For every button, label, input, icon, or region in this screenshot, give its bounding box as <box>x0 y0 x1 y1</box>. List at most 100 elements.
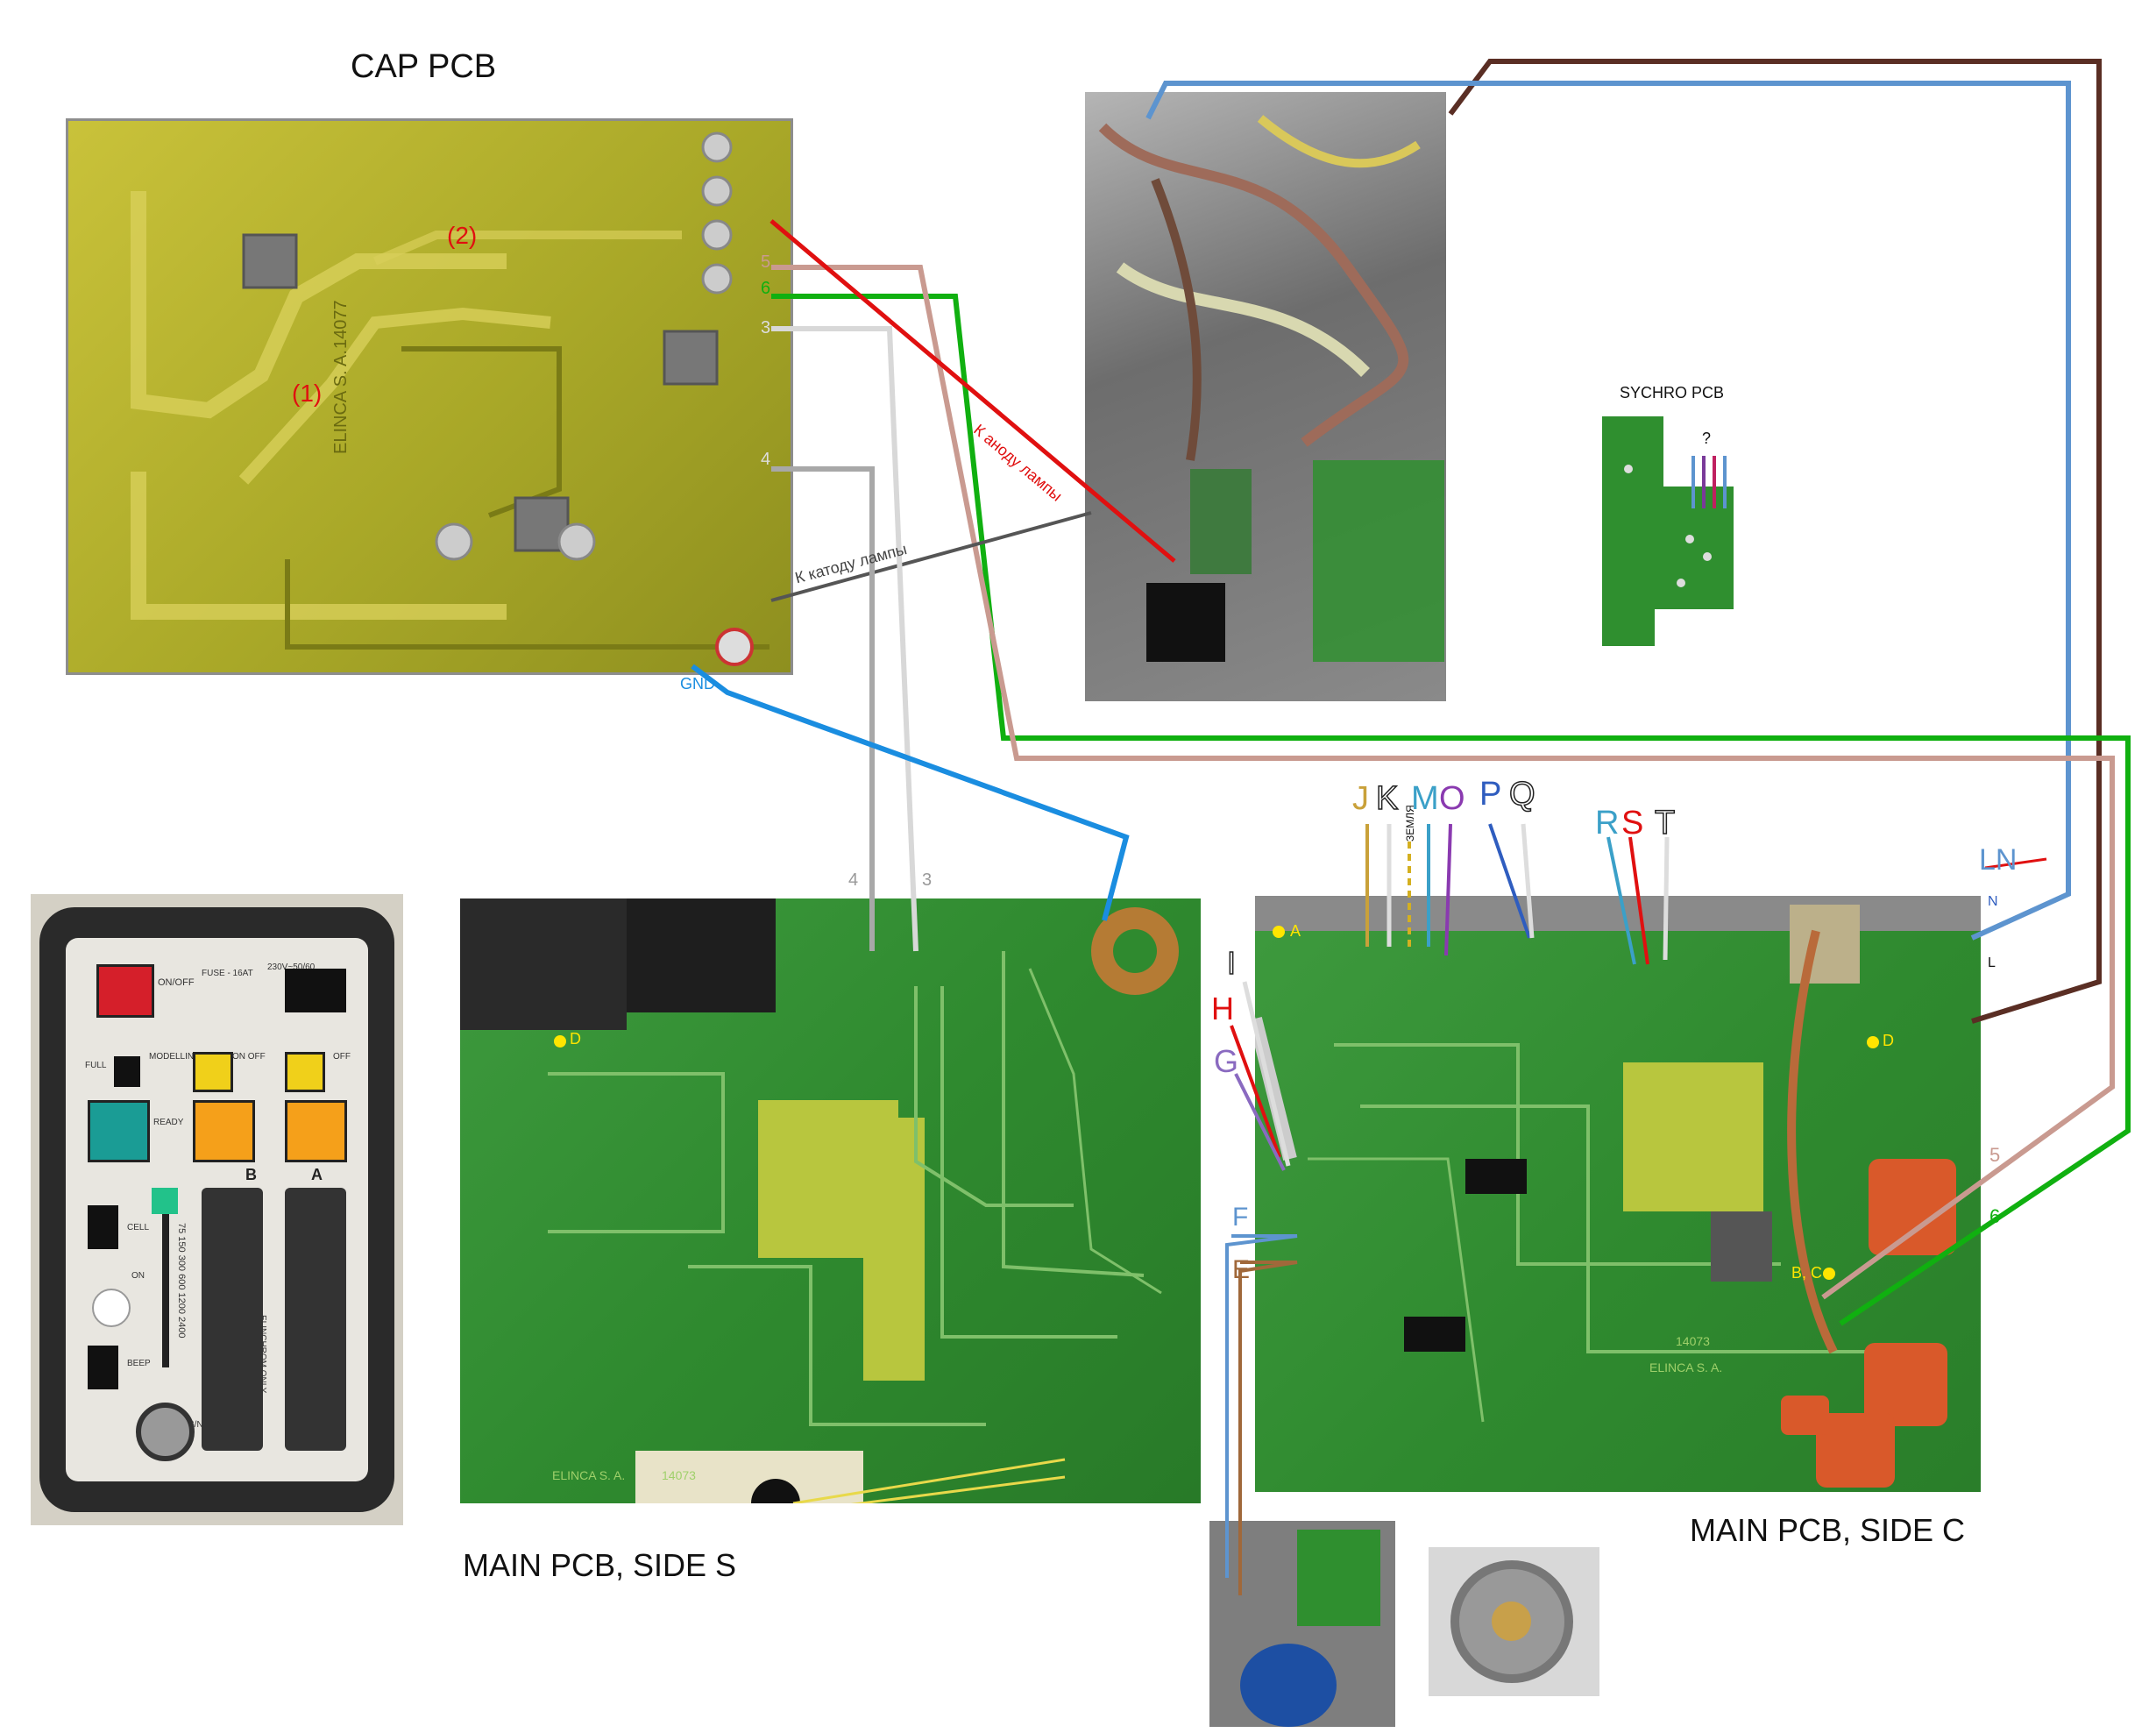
wire-blue-n <box>1145 81 2071 941</box>
sychro-question: ? <box>1702 430 1712 447</box>
front-panel-photo: ON/OFF FUSE - 16AT 230V~50/60 FULL MODEL… <box>31 894 403 1525</box>
flash-interior-photo <box>1085 92 1446 701</box>
wire-label-l: L <box>1988 955 1996 970</box>
connector-detail-photo <box>1209 1521 1395 1727</box>
fuse-label: FUSE - 16AT <box>202 969 253 978</box>
cap-annotation-1: (1) <box>292 380 323 407</box>
off-label: OFF <box>333 1052 351 1062</box>
cap-pcb-traces <box>131 131 813 666</box>
cap-pcb-title: CAP PCB <box>351 48 497 85</box>
sychro-board <box>1602 416 1734 646</box>
slider-track <box>162 1192 169 1367</box>
lead-o <box>1444 823 1452 956</box>
main-pcb-side-c-photo: A D B, C ELINCA S. A. 14073 <box>1248 896 1981 1492</box>
ready-label: READY <box>153 1118 184 1127</box>
wire-brown-l <box>1448 59 2102 1024</box>
interior-details <box>1098 115 1444 662</box>
on-off-2-label: ON OFF <box>232 1052 266 1062</box>
cap-pcb-photo: (1) (2) ELINCA S. A. 14077 5 6 3 4 <box>66 118 813 675</box>
cell-label: CELL <box>127 1223 150 1232</box>
side-c-marker-bc <box>1823 1268 1835 1280</box>
cap-pin-5: 5 <box>761 252 771 272</box>
connector-detail-capacitor <box>1240 1644 1337 1727</box>
a-label: A <box>311 1166 323 1183</box>
letter-q: Q <box>1508 775 1535 813</box>
connector-detail-board <box>1297 1530 1380 1626</box>
beep-toggle[interactable] <box>88 1346 118 1389</box>
letter-j: J <box>1352 780 1369 817</box>
wire-label-3: 3 <box>922 870 933 890</box>
side-s-marker-d <box>554 1035 566 1048</box>
b-label: B <box>245 1166 257 1183</box>
power-switch[interactable] <box>96 964 154 1018</box>
letter-f: F <box>1232 1203 1249 1232</box>
letter-m: M <box>1411 780 1439 817</box>
lead-f <box>1225 1234 1298 1578</box>
main-side-c-title: MAIN PCB, SIDE C <box>1690 1512 1966 1548</box>
on-label: ON <box>131 1271 145 1281</box>
letter-t: T <box>1654 804 1676 842</box>
wire-label-n: N <box>1988 894 1998 909</box>
main-side-s-title: MAIN PCB, SIDE S <box>463 1547 737 1583</box>
side-c-traces <box>1248 896 1981 1488</box>
lead-g <box>1234 1073 1286 1171</box>
on-off-label: ON/OFF <box>158 977 195 988</box>
sync-label: S/N <box>188 1420 203 1430</box>
wire-pink-5 <box>771 265 2115 1300</box>
wire-label-ln: LN <box>1979 843 2018 877</box>
side-c-marker-d <box>1867 1036 1879 1048</box>
letter-o: O <box>1439 780 1465 817</box>
wire-dark-cathode <box>770 511 1092 602</box>
power-socket[interactable] <box>285 969 346 1012</box>
letter-e: E <box>1232 1255 1251 1284</box>
sync-socket[interactable] <box>136 1403 195 1461</box>
sychro-title: SYCHRO PCB <box>1620 384 1725 401</box>
letter-r: R <box>1595 805 1620 842</box>
wire-lightgrey-3 <box>771 326 918 952</box>
wire-label-5: 5 <box>1989 1144 2001 1166</box>
full-label: FULL <box>85 1061 107 1070</box>
side-s-traces <box>460 898 1179 1528</box>
yellow-indicator-right <box>285 1052 325 1092</box>
side-s-silk-code: 14073 <box>662 1468 696 1482</box>
orange-button-b[interactable] <box>193 1100 255 1162</box>
side-c-letter-bc: B, C <box>1791 1264 1823 1282</box>
side-c-silk-code: 14073 <box>1676 1334 1710 1348</box>
cap-annotation-2: (2) <box>447 222 478 249</box>
modelling-label: MODELLING PROP <box>149 1052 229 1062</box>
lead-q <box>1521 823 1535 939</box>
cap-pin-6: 6 <box>761 279 771 298</box>
lead-t <box>1663 836 1670 961</box>
wire-gnd-blue <box>691 664 1130 921</box>
cell-toggle[interactable] <box>88 1205 118 1249</box>
wire-label-4: 4 <box>848 870 859 890</box>
sync-socket-photo <box>1429 1547 1599 1696</box>
ln-strike <box>1984 857 2047 870</box>
yellow-indicator-left <box>193 1052 233 1092</box>
side-c-silk-vendor: ELINCA S. A. <box>1649 1360 1723 1374</box>
lead-i <box>1242 981 1291 1167</box>
cap-pin-4: 4 <box>761 450 771 469</box>
teal-button[interactable] <box>88 1100 150 1162</box>
side-c-letter-d: D <box>1883 1032 1894 1049</box>
socket-b[interactable] <box>202 1188 263 1451</box>
letter-h: H <box>1211 991 1234 1026</box>
letter-k: K <box>1375 779 1399 818</box>
side-c-letter-a: A <box>1290 922 1301 940</box>
wire-label-6: 6 <box>1989 1205 2001 1227</box>
letter-s: S <box>1621 805 1644 842</box>
white-button[interactable] <box>92 1289 131 1327</box>
cell-slider[interactable] <box>152 1188 178 1214</box>
main-pcb-side-s-photo: D ELINCA S. A. 14073 <box>460 898 1201 1528</box>
letter-p: P <box>1479 776 1502 813</box>
letter-i: I <box>1226 944 1237 982</box>
beep-label: BEEP <box>127 1359 151 1368</box>
cap-pin-3: 3 <box>761 318 771 337</box>
lead-h <box>1230 1025 1281 1158</box>
socket-a[interactable] <box>285 1188 346 1451</box>
orange-button-a[interactable] <box>285 1100 347 1162</box>
lead-e <box>1238 1261 1298 1595</box>
side-c-marker-a <box>1273 926 1285 938</box>
full-button[interactable] <box>114 1056 140 1087</box>
